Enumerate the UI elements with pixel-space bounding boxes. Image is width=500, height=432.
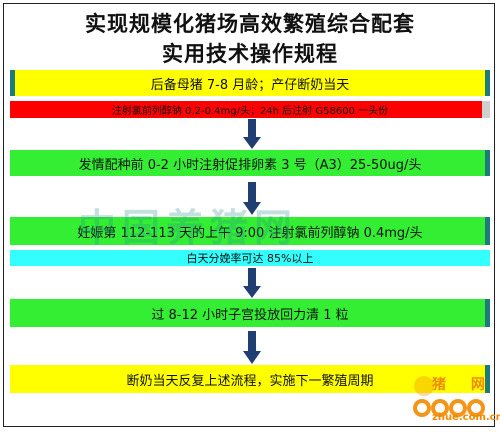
step-4-box: 过 8-12 小时子宫投放回力清 1 粒 (10, 299, 490, 327)
down-arrow-icon (243, 268, 261, 298)
step-1-sub-text: 注射氯前列醇钠 0.2-0.4mg/头；24h 后注射 G58600 一头份 (111, 106, 389, 117)
accent-strip (485, 365, 490, 393)
step-3-result-box: 白天分娩率可达 85%以上 (10, 250, 490, 266)
step-2-text: 发情配种前 0-2 小时注射促排卵素 3 号（A3）25-50ug/头 (78, 157, 422, 173)
accent-strip (485, 150, 490, 176)
step-3-text: 妊娠第 112-113 天的上午 9:00 注射氯前列醇钠 0.4mg/头 (77, 225, 423, 241)
pig-logo-icon (413, 376, 485, 417)
accent-strip (485, 217, 490, 245)
step-1-box: 后备母猪 7-8 月龄；产仔断奶当天 (10, 70, 490, 96)
down-arrow-icon (243, 331, 261, 364)
step-5-box: 断奶当天反复上述流程，实施下一繁殖周期 (10, 365, 490, 393)
logo-url: zhue.com.cn (432, 412, 500, 423)
accent-strip (10, 70, 15, 96)
down-arrow-icon (243, 182, 261, 215)
diagram-title-line2: 实用技术操作规程 (162, 42, 338, 66)
step-1-sub-box: 注射氯前列醇钠 0.2-0.4mg/头；24h 后注射 G58600 一头份 (10, 101, 490, 118)
step-4-text: 过 8-12 小时子宫投放回力清 1 粒 (151, 307, 349, 323)
accent-strip (485, 70, 490, 96)
diagram-title-line1: 实现规模化猪场高效繁殖综合配套 (85, 12, 415, 36)
down-arrow-icon (243, 119, 261, 149)
step-3-result-text: 白天分娩率可达 85%以上 (186, 252, 314, 265)
step-2-box: 发情配种前 0-2 小时注射促排卵素 3 号（A3）25-50ug/头 (10, 150, 490, 176)
accent-strip (485, 299, 490, 327)
step-5-text: 断奶当天反复上述流程，实施下一繁殖周期 (126, 373, 374, 389)
step-3-box: 妊娠第 112-113 天的上午 9:00 注射氯前列醇钠 0.4mg/头 (10, 217, 490, 245)
accent-strip (482, 101, 490, 118)
step-1-text: 后备母猪 7-8 月龄；产仔断奶当天 (150, 77, 350, 93)
logo-name: 猪 网 (432, 377, 495, 393)
